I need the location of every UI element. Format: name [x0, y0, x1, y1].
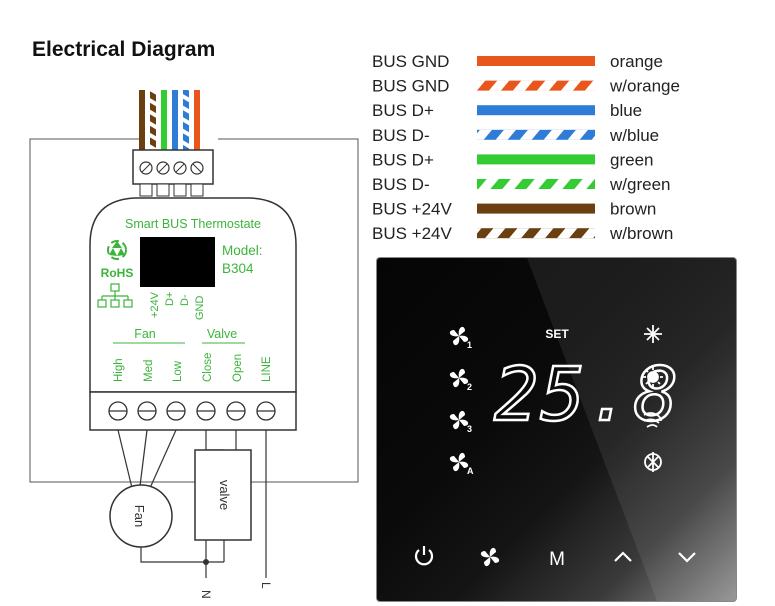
fan-speed-auto-icon[interactable]: A — [449, 452, 474, 476]
pin-label-gnd: GND — [194, 296, 206, 321]
fan-speed-1-label: 1 — [467, 340, 472, 350]
pin-label-dplus: D+ — [164, 292, 176, 306]
fan-speed-auto-label: A — [467, 466, 474, 476]
legend-bus-label: BUS D+ — [372, 150, 434, 169]
fan-motor — [109, 484, 173, 548]
legend-color-label: w/blue — [609, 126, 659, 145]
model-number: B304 — [222, 261, 254, 276]
terminal-label-line: LINE — [261, 356, 273, 382]
wiring-diagram: Smart BUS Thermostate Model: B304 RoHS +… — [29, 90, 359, 599]
legend-color-label: w/orange — [609, 77, 680, 96]
legend-color-label: blue — [610, 101, 642, 120]
valve-group-label: Valve — [207, 327, 237, 341]
fan-speed-column: 1 2 3 A — [449, 326, 474, 476]
bus-loop-wire — [29, 138, 359, 483]
fan-group-label: Fan — [134, 327, 156, 341]
terminal-label-high: High — [113, 358, 125, 382]
set-label: SET — [545, 327, 569, 341]
legend-color-label: green — [610, 150, 653, 169]
line-label: L — [259, 582, 273, 589]
legend-bus-label: BUS GND — [372, 77, 449, 96]
diagram-title: Electrical Diagram — [32, 38, 216, 61]
terminal-label-med: Med — [143, 360, 155, 382]
wind-icon[interactable] — [643, 412, 662, 428]
bus-cable — [139, 90, 200, 150]
snowflake-icon[interactable] — [644, 325, 662, 343]
bus-connector — [132, 149, 214, 197]
device-display — [140, 237, 215, 287]
legend-wire-stripe — [477, 228, 595, 239]
fan-speed-2-icon[interactable]: 2 — [449, 368, 472, 392]
legend-wire-swatch — [477, 105, 595, 116]
fan-icon[interactable] — [480, 547, 500, 567]
fan-speed-2-label: 2 — [467, 382, 472, 392]
legend-color-label: w/green — [609, 175, 670, 194]
legend-bus-label: BUS GND — [372, 52, 449, 71]
legend-wire-stripe — [477, 129, 595, 140]
sun-icon[interactable] — [643, 367, 663, 387]
legend-color-label: w/brown — [609, 224, 673, 243]
legend-wire-stripe — [477, 179, 595, 189]
legend-bus-label: BUS D- — [372, 175, 430, 194]
legend-bus-label: BUS D- — [372, 126, 430, 145]
fan-motor-label: Fan — [132, 505, 147, 527]
legend-bus-label: BUS +24V — [372, 200, 453, 219]
fan-speed-3-label: 3 — [467, 424, 472, 434]
legend-bus-label: BUS +24V — [372, 224, 453, 243]
down-chevron-icon[interactable] — [678, 552, 696, 563]
valve-box-label: valve — [217, 480, 232, 510]
up-chevron-icon[interactable] — [614, 551, 632, 562]
terminal-label-low: Low — [172, 360, 184, 382]
legend-wire-swatch — [477, 154, 595, 165]
mode-column — [643, 325, 663, 472]
legend-bus-label: BUS D+ — [372, 101, 434, 120]
legend-wire-swatch — [477, 203, 595, 214]
temperature-display: 25.8 — [494, 352, 680, 438]
fan-speed-3-icon[interactable]: 3 — [449, 410, 472, 434]
legend-color-label: orange — [610, 52, 663, 71]
rohs-label: RoHS — [101, 266, 134, 280]
terminal-label-close: Close — [202, 353, 214, 382]
model-label: Model: — [222, 243, 263, 258]
fan-speed-1-icon[interactable]: 1 — [449, 326, 472, 350]
mode-button[interactable]: M — [549, 549, 565, 570]
valve-box — [194, 449, 252, 541]
button-row: M — [414, 546, 696, 570]
legend-wire-swatch — [477, 56, 595, 66]
power-icon[interactable] — [414, 546, 434, 566]
pin-label-24v: +24V — [149, 291, 161, 318]
pin-label-dminus: D- — [179, 294, 191, 306]
thermostat-panel: 1 2 3 A SET 25.8 — [376, 257, 737, 602]
snowflake-sun-icon[interactable] — [644, 452, 662, 472]
recycle-icon — [107, 240, 127, 260]
neutral-label: N — [199, 590, 213, 599]
network-icon — [97, 283, 133, 308]
terminal-label-open: Open — [232, 354, 244, 382]
terminal-block — [89, 391, 297, 431]
legend-wire-stripe — [477, 80, 595, 91]
device-name: Smart BUS Thermostate — [125, 217, 261, 231]
legend-color-label: brown — [610, 200, 656, 219]
